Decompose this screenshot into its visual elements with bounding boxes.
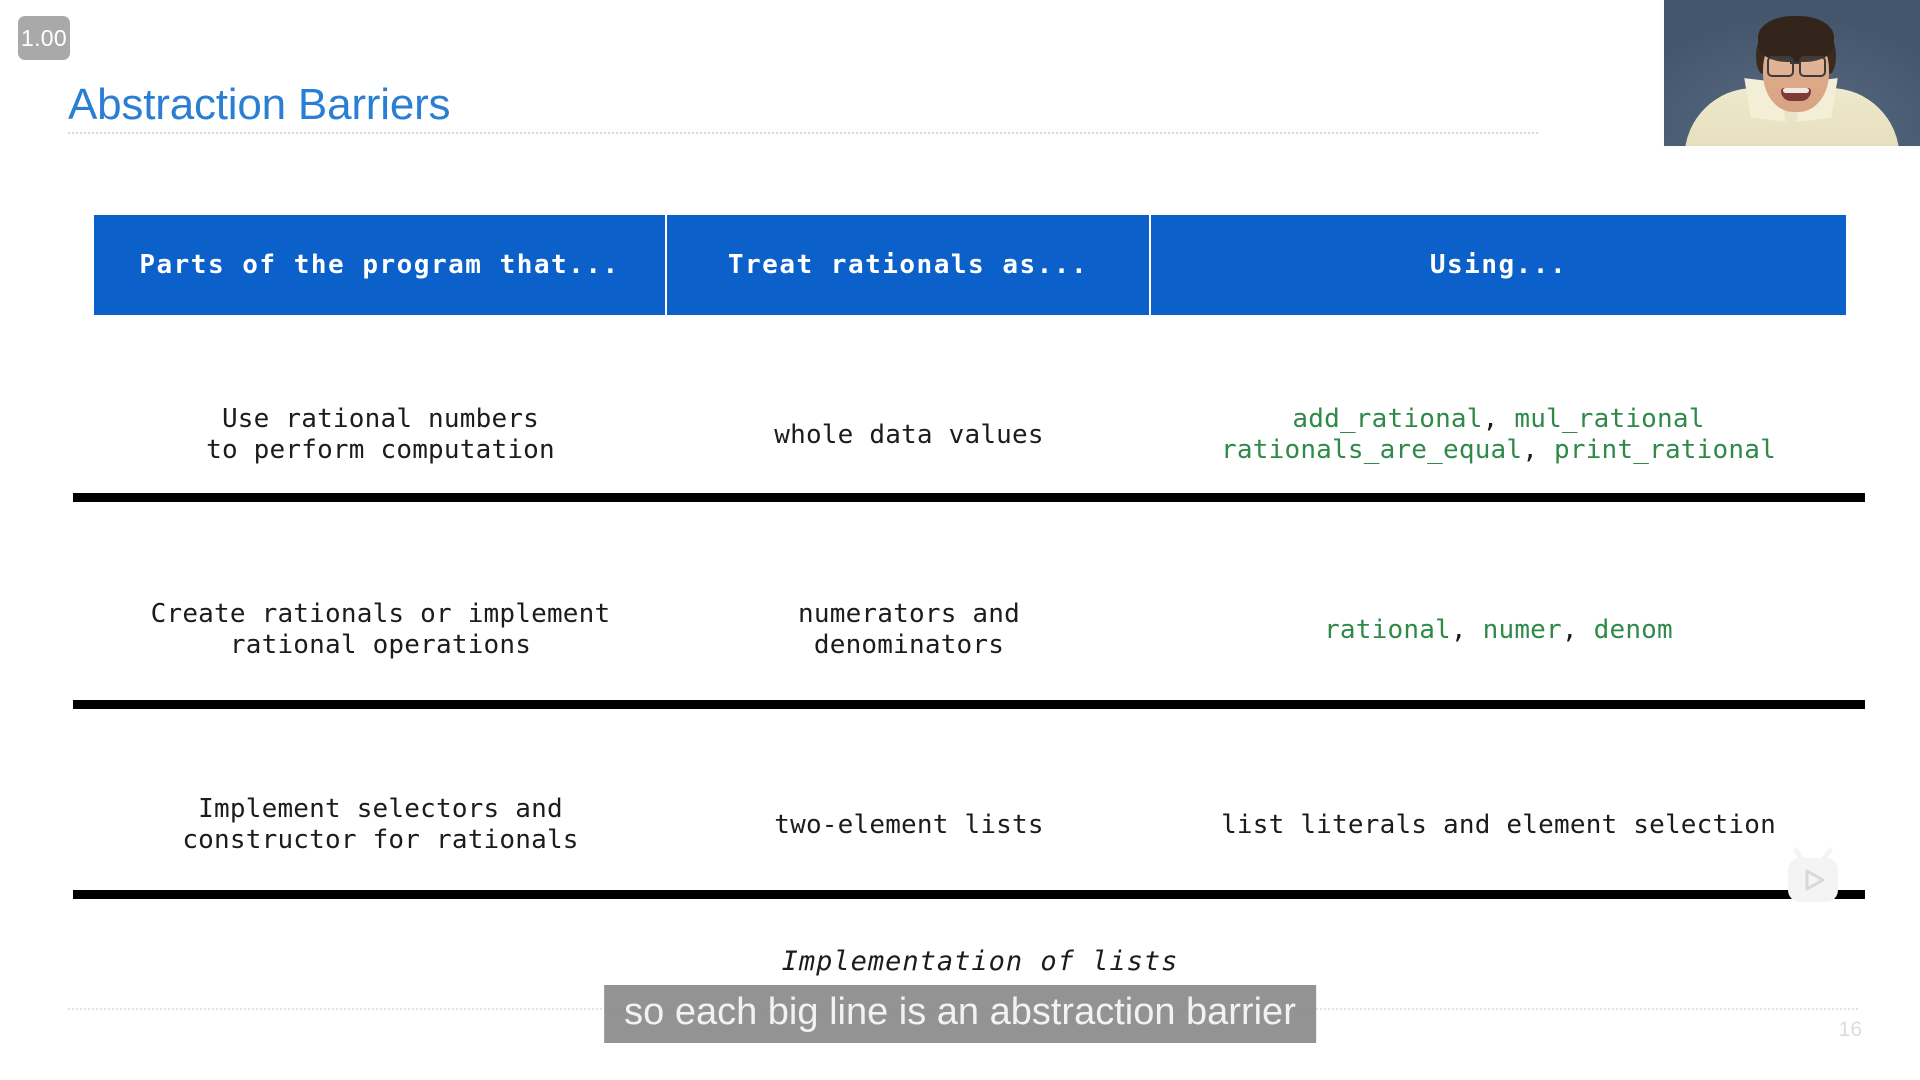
comma-3: , bbox=[1450, 614, 1467, 645]
table-row: Create rationals or implement rational o… bbox=[94, 575, 1846, 685]
row3-col1: Implement selectors and constructor for … bbox=[94, 794, 667, 855]
table-row: Implement selectors and constructor for … bbox=[94, 770, 1846, 880]
row3-col2-line1: two-element lists bbox=[774, 809, 1044, 840]
row3-col3-line1: list literals and element selection bbox=[1221, 809, 1776, 840]
tv-play-icon-svg bbox=[1788, 847, 1838, 902]
comma-2: , bbox=[1522, 435, 1539, 465]
code-denom: denom bbox=[1593, 614, 1673, 645]
row2-col2: numerators and denominators bbox=[667, 599, 1151, 660]
row3-col1-line2: constructor for rationals bbox=[182, 825, 579, 855]
row1-col3-line2: rationals_are_equal, print_rational bbox=[1151, 435, 1846, 466]
row1-col3-line1: add_rational, mul_rational bbox=[1151, 404, 1846, 435]
code-mul-rational: mul_rational bbox=[1514, 404, 1705, 435]
webcam-glasses-left bbox=[1767, 56, 1794, 77]
lecturer-webcam-thumbnail bbox=[1662, 0, 1920, 149]
code-add-rational: add_rational bbox=[1292, 404, 1483, 435]
table-header-row: Parts of the program that... Treat ratio… bbox=[94, 215, 1846, 315]
slide-page-number: 16 bbox=[1838, 1018, 1862, 1041]
code-numer: numer bbox=[1482, 614, 1562, 645]
row3-col1-line1: Implement selectors and bbox=[198, 794, 563, 825]
webcam-teeth bbox=[1783, 88, 1809, 93]
page-title: Abstraction Barriers bbox=[68, 80, 451, 129]
row2-col3-line1: rational, numer, denom bbox=[1151, 615, 1846, 646]
row1-col2: whole data values bbox=[667, 420, 1151, 451]
table-row: Use rational numbers to perform computat… bbox=[94, 380, 1846, 490]
webcam-hair bbox=[1758, 16, 1834, 62]
abstraction-barrier-line-1 bbox=[73, 493, 1865, 502]
caption-text: so each big line is an abstraction barri… bbox=[624, 991, 1296, 1033]
row2-col3: rational, numer, denom bbox=[1151, 615, 1846, 646]
code-rational: rational bbox=[1324, 614, 1451, 645]
row1-col2-line1: whole data values bbox=[774, 419, 1044, 450]
row2-col1: Create rationals or implement rational o… bbox=[94, 599, 667, 660]
title-divider bbox=[68, 132, 1538, 134]
code-rationals-are-equal: rationals_are_equal bbox=[1221, 435, 1523, 465]
row1-col1: Use rational numbers to perform computat… bbox=[94, 404, 667, 465]
playback-speed-badge[interactable]: 1.00 bbox=[18, 16, 70, 60]
tv-play-icon[interactable] bbox=[1775, 845, 1851, 907]
comma-1: , bbox=[1482, 404, 1499, 435]
row3-col3: list literals and element selection bbox=[1151, 810, 1846, 841]
comma-4: , bbox=[1561, 614, 1578, 645]
caption-bar: so each big line is an abstraction barri… bbox=[604, 985, 1316, 1044]
table-header-cell-2: Treat rationals as... bbox=[667, 215, 1151, 315]
row3-col2: two-element lists bbox=[667, 810, 1151, 841]
row2-col2-line2: denominators bbox=[813, 630, 1005, 660]
row1-col1-line1: Use rational numbers bbox=[221, 404, 540, 435]
row1-col1-line2: to perform computation bbox=[206, 435, 555, 465]
row2-col1-line2: rational operations bbox=[229, 630, 532, 660]
abstraction-barrier-line-2 bbox=[73, 700, 1865, 709]
webcam-glasses-bridge bbox=[1790, 62, 1799, 64]
abstraction-barrier-line-3 bbox=[73, 890, 1865, 899]
row1-col3: add_rational, mul_rational rationals_are… bbox=[1151, 404, 1846, 465]
table-header-cell-3: Using... bbox=[1151, 215, 1846, 315]
table-footnote-text: Implementation of lists bbox=[781, 946, 1179, 977]
webcam-glasses-right bbox=[1799, 56, 1826, 77]
table-header-cell-1: Parts of the program that... bbox=[94, 215, 667, 315]
row2-col1-line1: Create rationals or implement bbox=[150, 599, 611, 630]
code-print-rational: print_rational bbox=[1553, 435, 1776, 465]
table-footnote: Implementation of lists bbox=[0, 946, 1920, 977]
row2-col2-line1: numerators and bbox=[798, 599, 1020, 630]
